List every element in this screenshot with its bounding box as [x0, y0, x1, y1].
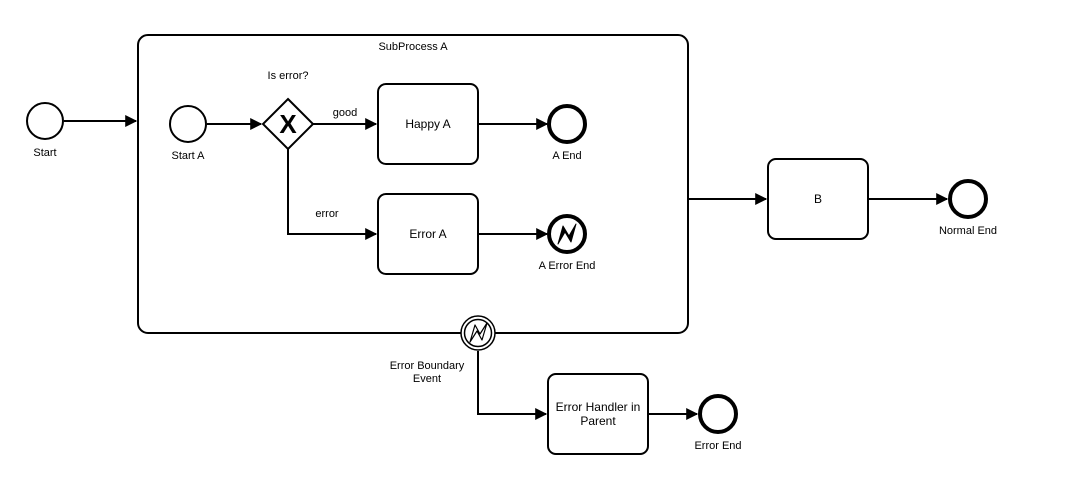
exclusive-x-icon: X — [279, 109, 297, 139]
lightning-bolt-icon — [469, 322, 488, 343]
task-happy-a[interactable]: Happy A — [377, 83, 479, 165]
a-error-end-event-label: A Error End — [539, 260, 596, 272]
task-error-handler[interactable]: Error Handler in Parent — [547, 373, 649, 455]
normal-end-event-label: Normal End — [939, 225, 997, 237]
exclusive-gateway[interactable]: X Is error? — [261, 70, 315, 151]
a-end-event-label: A End — [552, 150, 581, 162]
a-end-event[interactable]: A End — [547, 104, 587, 162]
task-error-a[interactable]: Error A — [377, 193, 479, 275]
start-event[interactable]: Start — [26, 102, 64, 159]
task-error-handler-label-line1: Error Handler in — [556, 400, 641, 414]
flow-boundary-to-error-handler[interactable] — [477, 351, 548, 420]
start-event-label: Start — [33, 147, 56, 159]
subprocess-title: SubProcess A — [378, 41, 448, 53]
normal-end-event[interactable]: Normal End — [939, 179, 997, 237]
error-end-event[interactable]: Error End — [694, 394, 742, 452]
lightning-bolt-icon — [557, 223, 577, 245]
task-happy-a-label: Happy A — [405, 117, 450, 131]
flow-label-good: good — [333, 107, 357, 119]
error-boundary-event[interactable]: Error Boundary Event — [390, 315, 496, 385]
flow-label-error: error — [315, 208, 339, 220]
task-error-handler-label-line2: Parent — [580, 414, 616, 428]
sequence-flows — [64, 115, 949, 420]
error-boundary-label-line1: Error Boundary — [390, 360, 465, 372]
subprocess-a[interactable]: SubProcess A — [137, 34, 689, 334]
task-b[interactable]: B — [767, 158, 869, 240]
a-error-end-event[interactable]: A Error End — [539, 214, 596, 272]
start-a-event-label: Start A — [171, 150, 205, 162]
task-b-label: B — [814, 192, 822, 206]
flow-gateway-to-error-a[interactable] — [287, 149, 378, 240]
error-boundary-label-line2: Event — [413, 373, 441, 385]
gateway-label: Is error? — [268, 70, 309, 82]
start-a-event[interactable]: Start A — [169, 105, 207, 162]
error-end-event-label: Error End — [694, 440, 741, 452]
task-error-a-label: Error A — [409, 227, 446, 241]
